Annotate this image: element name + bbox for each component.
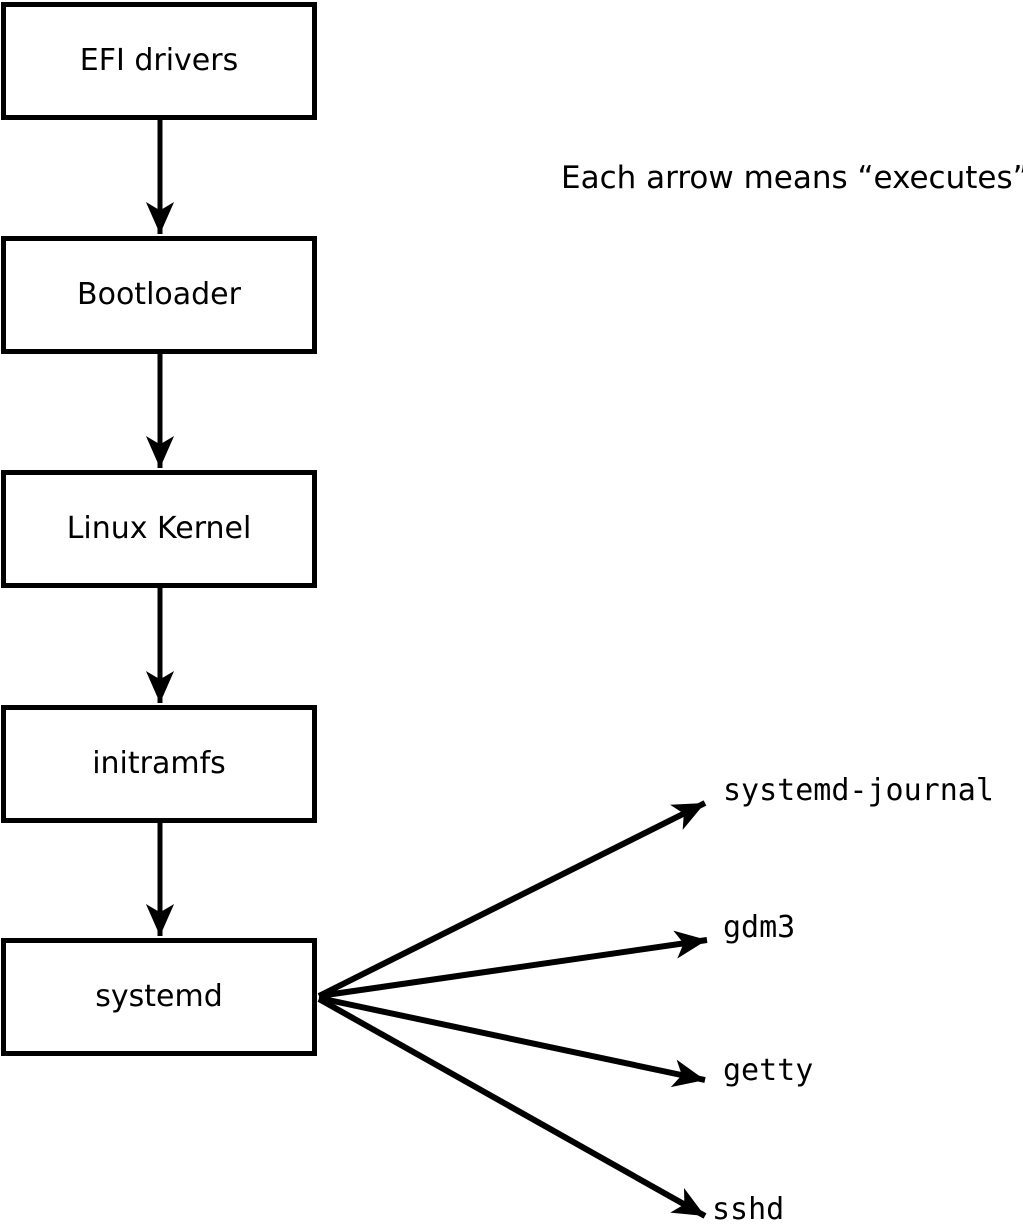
label-sshd: sshd (712, 1192, 785, 1227)
box-initramfs: initramfs (1, 705, 317, 823)
box-initramfs-label: initramfs (92, 746, 226, 781)
box-systemd-label: systemd (95, 979, 223, 1014)
box-bootloader-label: Bootloader (77, 277, 241, 312)
box-linux-kernel-label: Linux Kernel (66, 511, 252, 546)
box-efi-drivers-label: EFI drivers (79, 43, 239, 78)
box-efi-drivers: EFI drivers (1, 2, 317, 120)
arrow-systemd-to-getty (318, 995, 706, 1088)
box-bootloader: Bootloader (1, 236, 317, 354)
box-systemd: systemd (1, 938, 317, 1056)
arrow-systemd-to-systemd-journal (317, 800, 707, 999)
label-gdm3: gdm3 (723, 910, 796, 945)
label-getty: getty (723, 1053, 814, 1088)
arrow-legend-note: Each arrow means “executes”. (561, 160, 1023, 196)
arrow-systemd-to-gdm3 (318, 930, 708, 999)
label-systemd-journal: systemd-journal (723, 773, 994, 808)
arrow-systemd-to-sshd (317, 996, 707, 1219)
box-linux-kernel: Linux Kernel (1, 470, 317, 588)
